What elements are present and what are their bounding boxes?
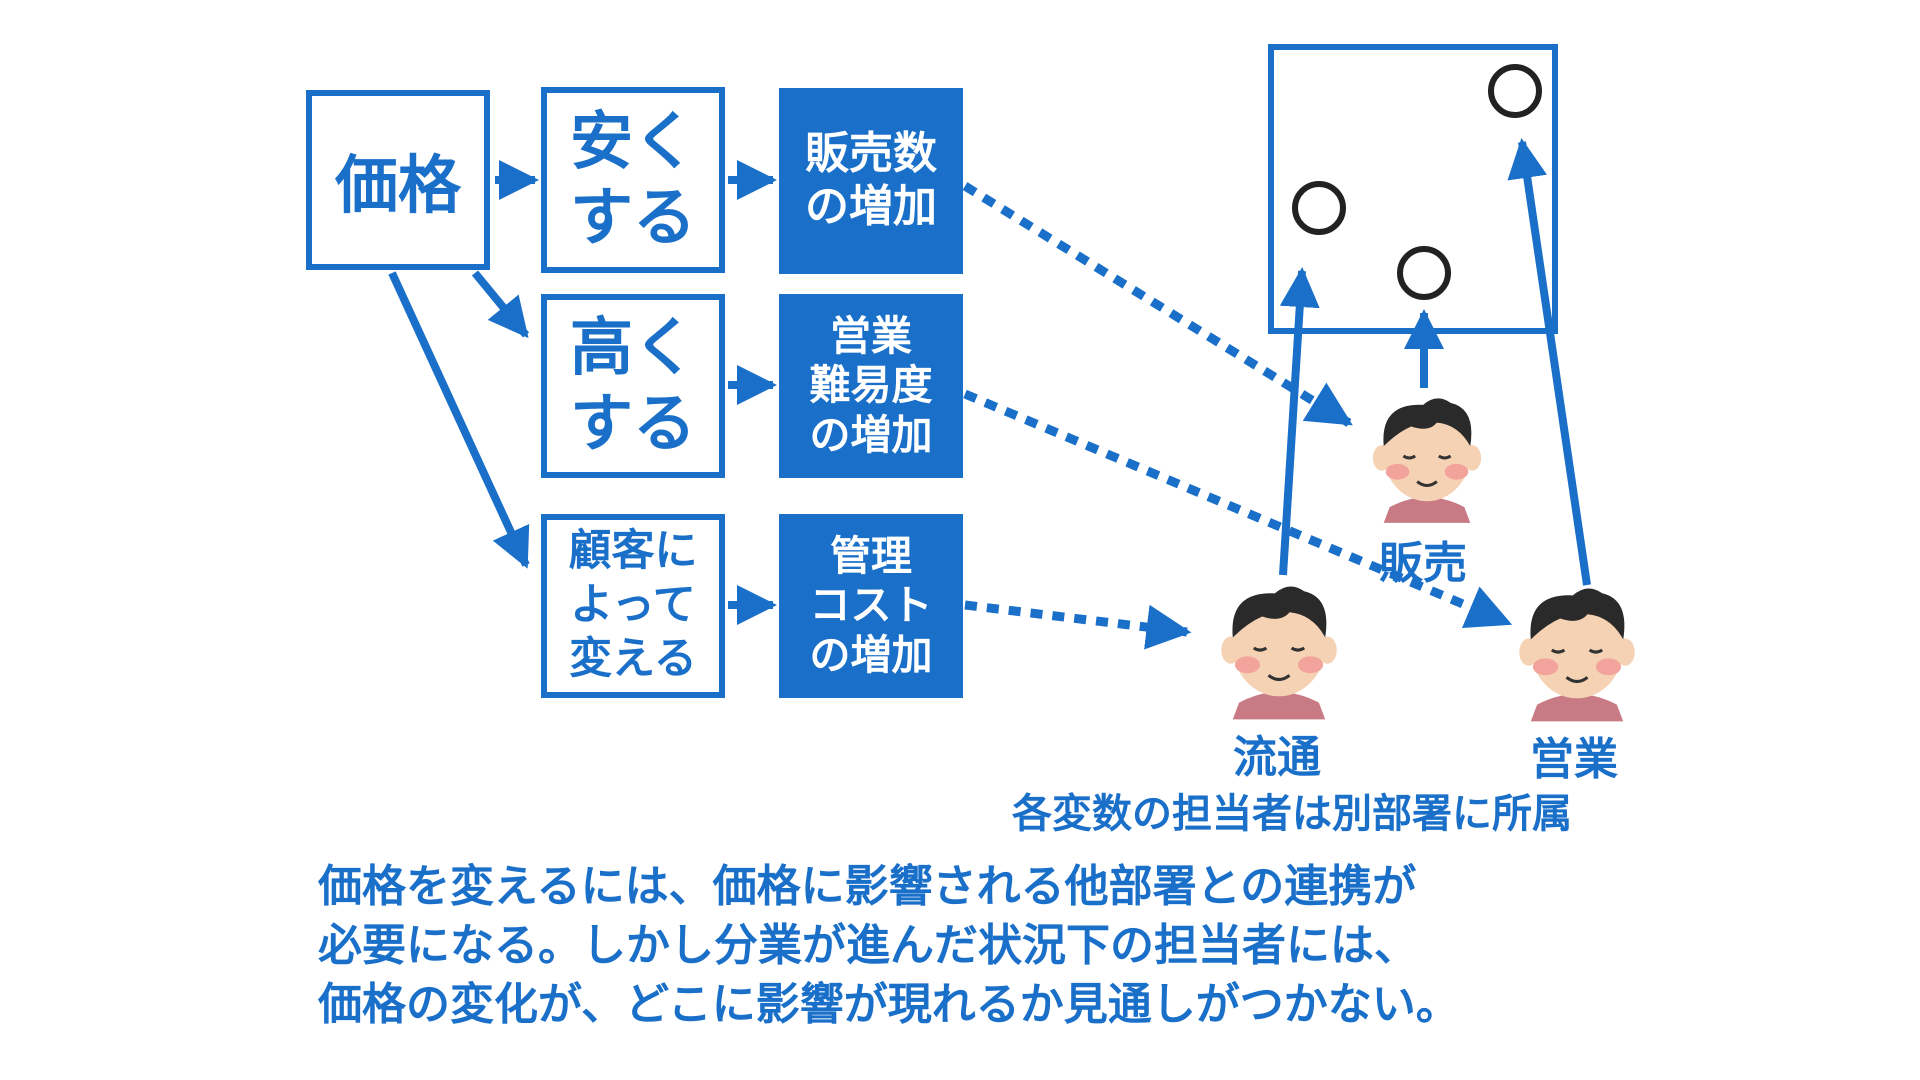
body-text: 価格を変えるには、価格に影響される他部署との連携が 必要になる。しかし分業が進ん… (318, 861, 1460, 1030)
circle-marker (1292, 181, 1346, 235)
node-price: 価格 (306, 90, 490, 270)
node-mgmt-cost-up: 管理 コスト の増加 (779, 514, 963, 698)
person-icon (1519, 588, 1635, 722)
role-label-sales: 販売 (1379, 538, 1467, 589)
circle-marker (1397, 246, 1451, 300)
dashed-arrow-to-logistics (964, 600, 1192, 650)
caption: 各変数の担当者は別部署に所属 (1012, 791, 1572, 837)
node-sales-difficulty-up: 営業 難易度 の増加 (779, 294, 963, 478)
arrow-price-to-higher (471, 270, 530, 339)
arrow-field-sales-to-panel (1507, 138, 1591, 586)
arrow-price-to-customer (388, 271, 530, 569)
dashed-arrow-to-sales (962, 182, 1353, 427)
node-vary-by-customer: 顧客に よって 変える (541, 514, 725, 698)
outcome-panel (1268, 44, 1558, 334)
arrow-logistics-to-panel (1279, 267, 1320, 576)
circle-marker (1488, 64, 1542, 118)
node-make-higher: 高く する (541, 294, 725, 478)
node-sales-volume-up: 販売数 の増加 (779, 88, 963, 274)
role-label-field-sales: 営業 (1530, 734, 1618, 785)
node-make-cheaper: 安く する (541, 87, 725, 273)
dashed-arrow-to-field-sales (963, 389, 1513, 628)
person-icon (1372, 398, 1482, 523)
role-label-logistics: 流通 (1233, 732, 1321, 783)
person-icon (1221, 586, 1337, 720)
